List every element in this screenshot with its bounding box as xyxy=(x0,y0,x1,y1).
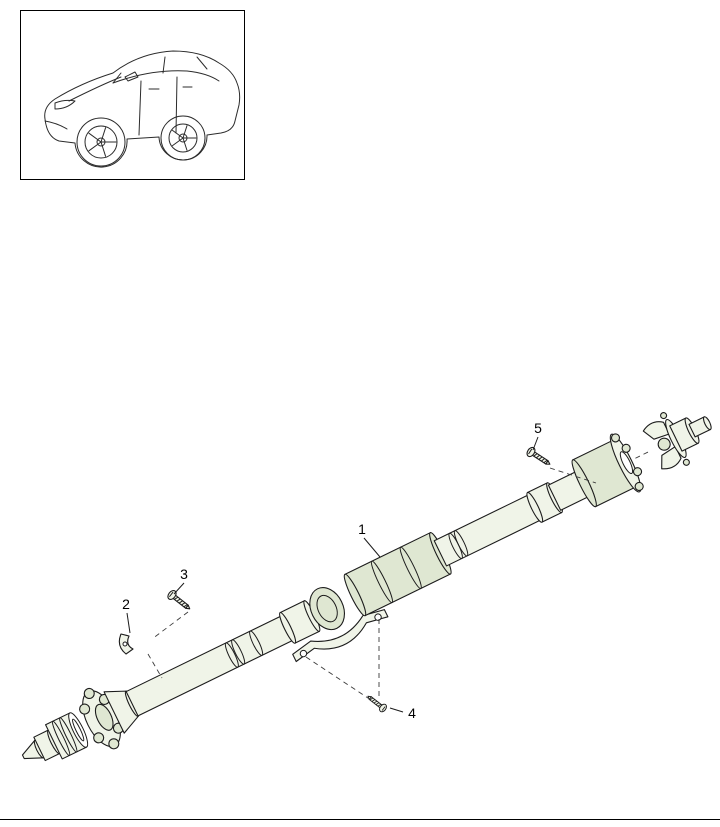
callout-label-5[interactable]: 5 xyxy=(534,420,542,436)
callout-label-4[interactable]: 4 xyxy=(408,705,416,721)
car-line-drawing-icon xyxy=(44,50,241,168)
bolt-part-4 xyxy=(364,692,389,714)
bearing-bracket xyxy=(292,609,389,663)
callout-leader-lines xyxy=(126,436,539,713)
shaft-tube-rear xyxy=(433,470,591,567)
propeller-shaft xyxy=(21,412,712,762)
screw-part-5 xyxy=(524,445,554,469)
shaft-tube-front xyxy=(125,615,295,717)
callout-label-3[interactable]: 3 xyxy=(180,566,188,582)
sleeve-step xyxy=(279,600,321,644)
callout-label-1[interactable]: 1 xyxy=(358,521,366,537)
car-body xyxy=(44,50,241,168)
assembly-dash-lines xyxy=(147,467,597,701)
car-wheels xyxy=(76,115,206,167)
retaining-clamp-part-2 xyxy=(118,633,134,655)
screw-part-3 xyxy=(165,588,194,614)
output-stub xyxy=(21,712,89,762)
page-bottom-rule xyxy=(0,819,720,820)
universal-joint-yoke xyxy=(642,412,712,470)
rear-joint-flange xyxy=(571,433,644,508)
axis-dash-line xyxy=(635,449,652,459)
vehicle-thumbnail-box xyxy=(20,10,245,180)
center-bearing xyxy=(292,587,389,663)
callout-label-2[interactable]: 2 xyxy=(122,596,130,612)
